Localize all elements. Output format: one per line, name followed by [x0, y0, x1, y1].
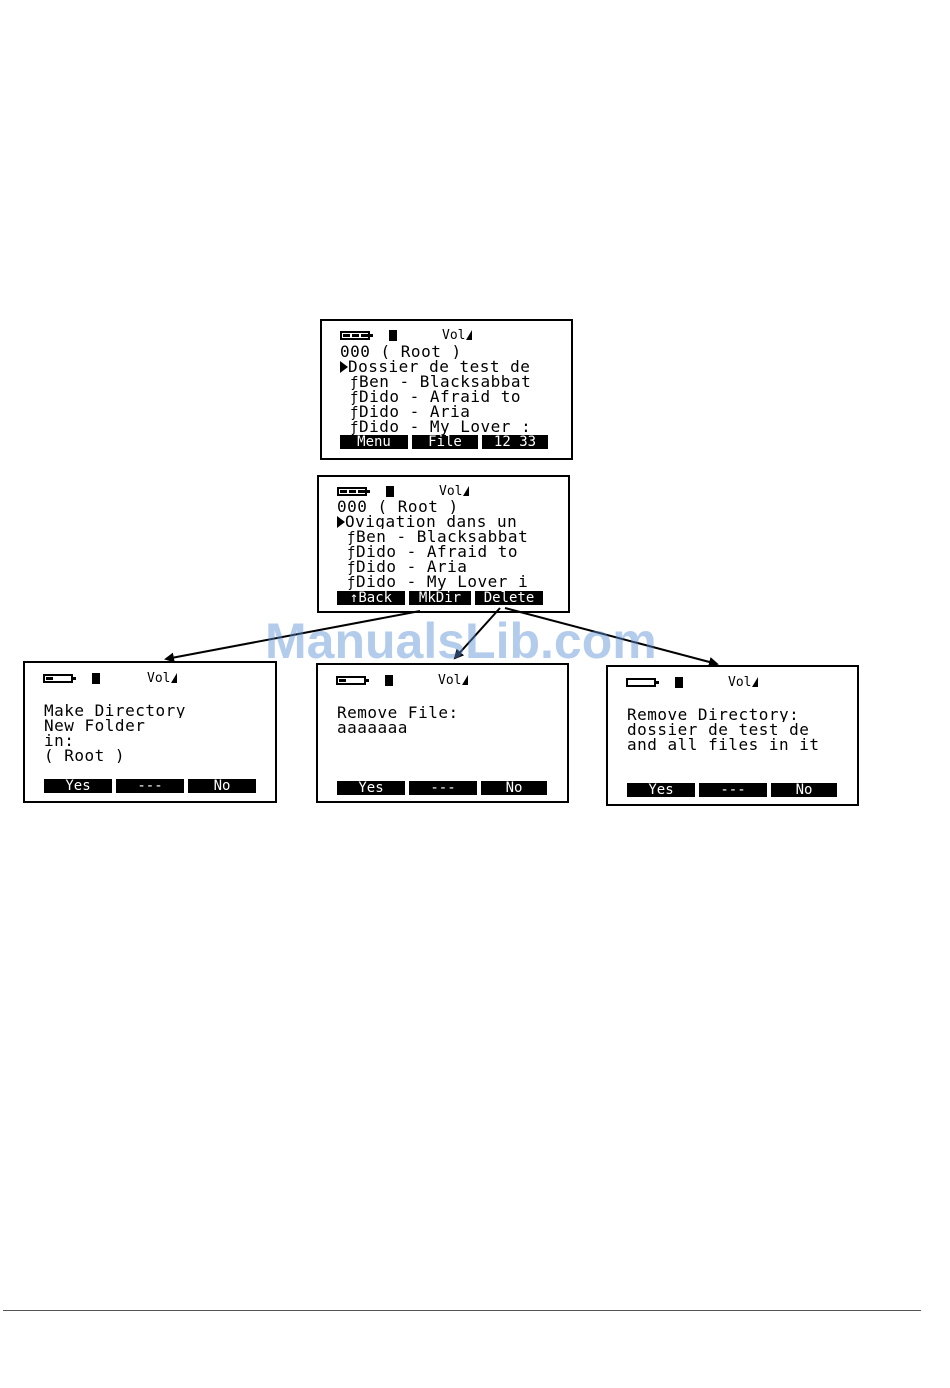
- softkey-delete[interactable]: Delete: [475, 591, 543, 605]
- signal-block-icon: [675, 677, 683, 688]
- make-directory-screen: Vol Make Directory New Folder in: ( Root…: [23, 661, 277, 803]
- status-bar: Vol: [319, 485, 568, 499]
- softkey-yes[interactable]: Yes: [44, 779, 112, 793]
- music-note-icon: ƒ: [347, 545, 356, 561]
- softkey-bar: Yes --- No: [627, 783, 837, 797]
- status-bar: Vol: [25, 672, 275, 686]
- dialog-line: ( Root ): [44, 748, 126, 763]
- softkey-yes[interactable]: Yes: [627, 783, 695, 797]
- battery-icon: [43, 674, 76, 683]
- list-item[interactable]: ƒBen - Blacksabbat: [347, 529, 529, 546]
- folder-header: 000 ( Root ): [337, 499, 459, 514]
- status-bar: Vol: [608, 676, 857, 690]
- softkey-menu[interactable]: Menu: [340, 435, 408, 449]
- status-bar: Vol: [322, 329, 571, 343]
- battery-icon: [336, 676, 369, 685]
- volume-icon: [462, 675, 469, 685]
- arrow-to-mkdir: [164, 610, 421, 663]
- softkey-no[interactable]: No: [481, 781, 547, 795]
- footer-divider: [3, 1310, 921, 1311]
- volume-indicator: Vol: [442, 329, 473, 343]
- softkey-bar: ↑Back MkDir Delete: [337, 591, 543, 605]
- softkey-back[interactable]: ↑Back: [337, 591, 405, 605]
- volume-icon: [752, 677, 759, 687]
- softkey-counter: 12 33: [482, 435, 548, 449]
- dialog-line: Remove File:: [337, 705, 459, 720]
- volume-indicator: Vol: [439, 485, 470, 499]
- list-item[interactable]: Dossier de test de: [340, 359, 570, 374]
- softkey-blank: ---: [699, 783, 767, 797]
- music-note-icon: ƒ: [350, 405, 359, 421]
- arrow-to-remove-dir: [504, 607, 719, 667]
- list-item[interactable]: ƒDido - My Lover :: [350, 419, 532, 436]
- softkey-no[interactable]: No: [771, 783, 837, 797]
- browser-screen: Vol 000 ( Root ) Dossier de test de ƒBen…: [320, 319, 573, 460]
- list-item[interactable]: ƒBen - Blacksabbat: [350, 374, 532, 391]
- softkey-blank: ---: [409, 781, 477, 795]
- volume-icon: [171, 673, 178, 683]
- music-note-icon: ƒ: [350, 375, 359, 391]
- list-item[interactable]: ƒDido - Afraid to: [350, 389, 522, 406]
- signal-block-icon: [389, 330, 397, 341]
- signal-block-icon: [385, 675, 393, 686]
- list-item[interactable]: Ovigation dans un: [337, 514, 567, 529]
- softkey-no[interactable]: No: [188, 779, 256, 793]
- signal-block-icon: [386, 486, 394, 497]
- dialog-line: in:: [44, 733, 75, 748]
- remove-directory-screen: Vol Remove Directory: dossier de test de…: [606, 665, 859, 806]
- music-note-icon: ƒ: [350, 390, 359, 406]
- list-item[interactable]: ƒDido - Aria: [347, 559, 468, 576]
- battery-icon: [340, 331, 373, 340]
- volume-icon: [466, 330, 473, 340]
- softkey-file[interactable]: File: [412, 435, 478, 449]
- volume-indicator: Vol: [147, 672, 178, 686]
- softkey-bar: Menu File 12 33: [340, 435, 548, 449]
- music-note-icon: ƒ: [350, 420, 359, 436]
- remove-file-screen: Vol Remove File: aaaaaaa Yes --- No: [316, 663, 569, 803]
- dialog-line: Make Directory: [44, 703, 186, 718]
- volume-icon: [463, 486, 470, 496]
- softkey-bar: Yes --- No: [337, 781, 547, 795]
- music-note-icon: ƒ: [347, 530, 356, 546]
- music-note-icon: ƒ: [347, 575, 356, 591]
- file-menu-screen: Vol 000 ( Root ) Ovigation dans un ƒBen …: [317, 475, 570, 613]
- softkey-bar: Yes --- No: [44, 779, 256, 793]
- dialog-line: dossier de test de: [627, 722, 810, 737]
- battery-icon: [626, 678, 659, 687]
- dialog-line: New Folder: [44, 718, 146, 733]
- selection-cursor-icon: [337, 516, 345, 528]
- volume-indicator: Vol: [728, 676, 759, 690]
- arrow-to-remove-file: [453, 607, 501, 660]
- dialog-line: and all files in it: [627, 737, 820, 752]
- softkey-blank: ---: [116, 779, 184, 793]
- softkey-yes[interactable]: Yes: [337, 781, 405, 795]
- volume-indicator: Vol: [438, 674, 469, 688]
- dialog-line: aaaaaaa: [337, 720, 408, 735]
- list-item[interactable]: ƒDido - Aria: [350, 404, 471, 421]
- battery-icon: [337, 487, 370, 496]
- dialog-line: Remove Directory:: [627, 707, 800, 722]
- list-item[interactable]: ƒDido - Afraid to: [347, 544, 519, 561]
- folder-header: 000 ( Root ): [340, 344, 462, 359]
- signal-block-icon: [92, 673, 100, 684]
- music-note-icon: ƒ: [347, 560, 356, 576]
- status-bar: Vol: [318, 674, 567, 688]
- selection-cursor-icon: [340, 361, 348, 373]
- list-item[interactable]: ƒDido - My Lover i: [347, 574, 529, 591]
- watermark: ManualsLib.com: [265, 613, 657, 669]
- softkey-mkdir[interactable]: MkDir: [409, 591, 471, 605]
